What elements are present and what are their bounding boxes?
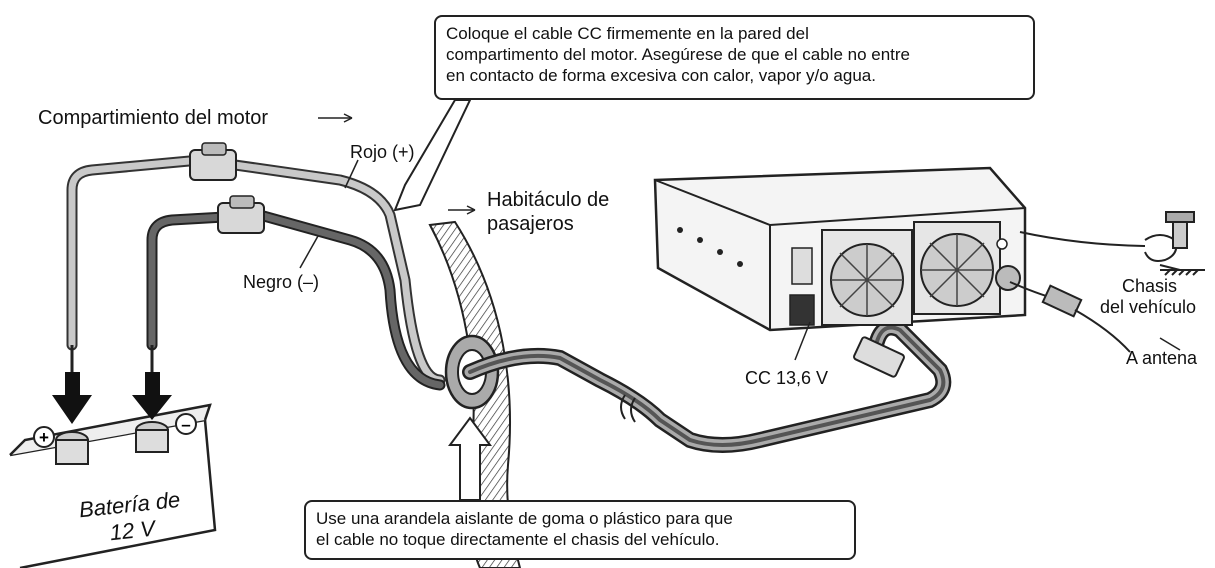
battery-icon (9, 403, 217, 568)
callout-top: Coloque el cable CC firmemente en la par… (434, 15, 1035, 100)
passenger-label-line1: Habitáculo de (487, 189, 610, 211)
battery-plus-symbol: + (39, 428, 49, 447)
leader-lines (299, 113, 1181, 361)
callout-bottom-pointer (448, 416, 492, 501)
ground-clamp-icon (1019, 211, 1205, 276)
dc-input-label: CC 13,6 V (745, 368, 829, 388)
antenna-label: A antena (1126, 348, 1198, 368)
arrow-icon (52, 372, 172, 424)
callout-bottom-line: Use una arandela aislante de goma o plás… (316, 509, 733, 528)
chassis-label-line2: del vehículo (1100, 297, 1197, 317)
callout-bottom: Use una arandela aislante de goma o plás… (304, 500, 856, 560)
callout-top-pointer (393, 99, 472, 212)
cable-break-mark (620, 394, 636, 423)
chassis-label-line1: Chasis (1122, 276, 1178, 296)
callout-top-line: Coloque el cable CC firmemente en la par… (446, 24, 809, 43)
engine-compartment-label: Compartimiento del motor (38, 107, 269, 129)
red-wire-label: Rojo (+) (350, 142, 415, 162)
callout-top-line: compartimento del motor. Asegúrese de qu… (446, 45, 911, 64)
battery-minus-symbol: – (181, 415, 190, 434)
antenna-connector-icon (1009, 281, 1131, 353)
black-wire (146, 209, 446, 391)
black-wire-label: Negro (–) (243, 272, 320, 292)
callout-top-line: en contacto de forma excesiva con calor,… (446, 66, 876, 85)
passenger-label-line2: pasajeros (487, 213, 574, 235)
callout-bottom-line: el cable no toque directamente el chasis… (316, 530, 720, 549)
red-wire (66, 154, 446, 386)
dc-cable (462, 319, 952, 453)
radio-unit-icon (653, 166, 1027, 332)
dc-connector-icon (853, 336, 905, 378)
fuse-holder-icon (217, 195, 265, 234)
fuse-holder-icon (189, 142, 237, 181)
